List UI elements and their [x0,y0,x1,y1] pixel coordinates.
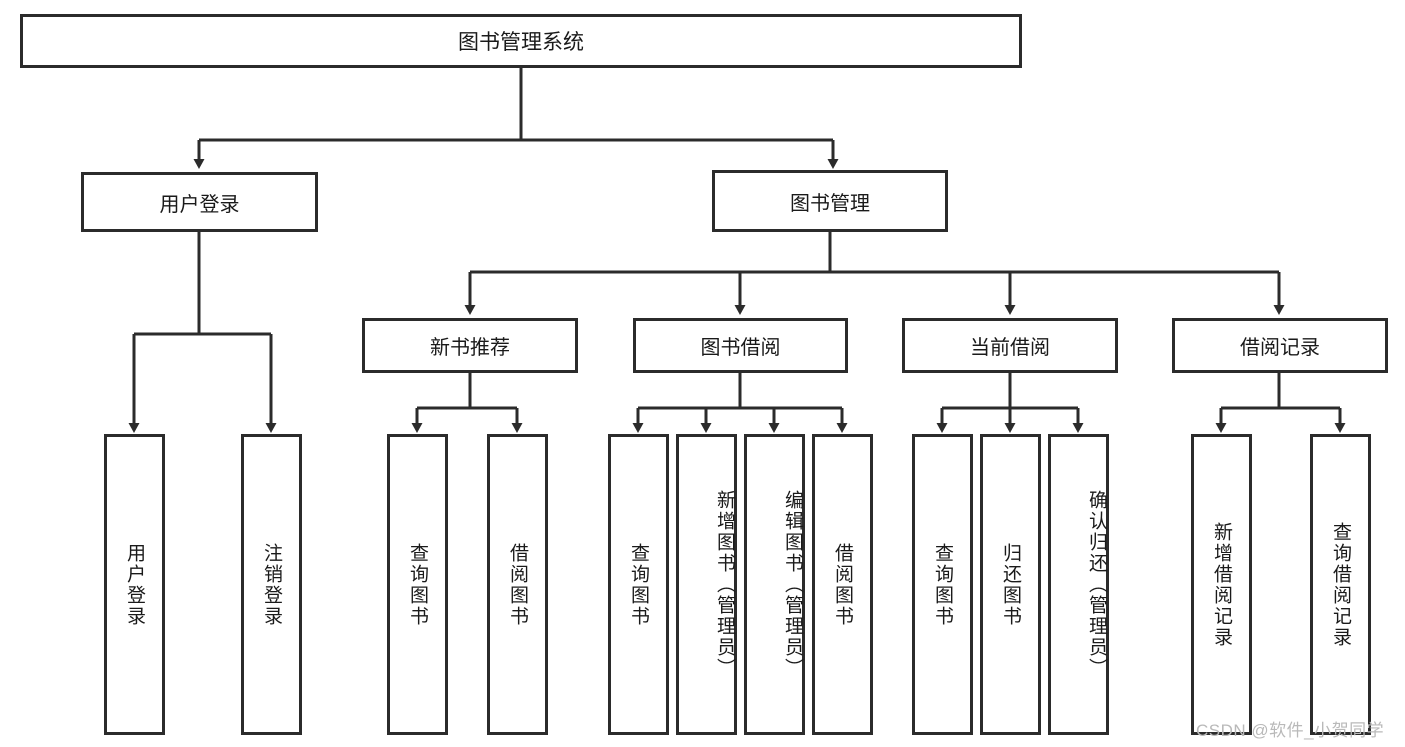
leaf-query-book-current[interactable]: 查询图书 [912,434,973,735]
leaf-confirm-return-admin[interactable]: 确认归还（管理员） [1048,434,1109,735]
leaf-add-borrow-record[interactable]: 新增借阅记录 [1191,434,1252,735]
leaf-edit-book-admin[interactable]: 编辑图书（管理员） [744,434,805,735]
leaf-return-book[interactable]: 归还图书 [980,434,1041,735]
leaf-query-book-recommend[interactable]: 查询图书 [387,434,448,735]
node-user-login[interactable]: 用户登录 [81,172,318,232]
node-book-borrow[interactable]: 图书借阅 [633,318,848,373]
node-book-management[interactable]: 图书管理 [712,170,948,232]
leaf-borrow-book[interactable]: 借阅图书 [812,434,873,735]
leaf-user-login[interactable]: 用户登录 [104,434,165,735]
leaf-query-borrow-record[interactable]: 查询借阅记录 [1310,434,1371,735]
leaf-add-book-admin[interactable]: 新增图书（管理员） [676,434,737,735]
leaf-query-book-borrow[interactable]: 查询图书 [608,434,669,735]
leaf-user-logout[interactable]: 注销登录 [241,434,302,735]
node-borrow-record[interactable]: 借阅记录 [1172,318,1388,373]
node-new-book-recommend[interactable]: 新书推荐 [362,318,578,373]
node-root-system[interactable]: 图书管理系统 [20,14,1022,68]
node-current-borrow[interactable]: 当前借阅 [902,318,1118,373]
watermark-text: CSDN @软件_小贺同学 [1196,721,1385,740]
leaf-borrow-book-recommend[interactable]: 借阅图书 [487,434,548,735]
